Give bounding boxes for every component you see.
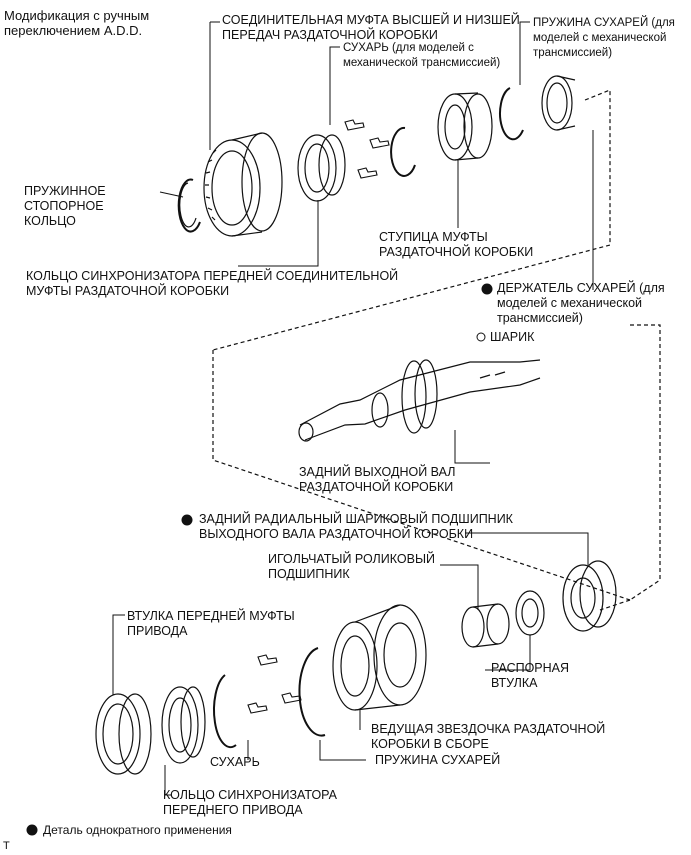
single-use-marker-retainer	[481, 283, 493, 295]
snap-ring-part	[177, 178, 201, 233]
header-title: Модификация с ручным переключением A.D.D…	[4, 8, 150, 38]
rear-output-shaft-part	[298, 359, 541, 442]
key-spring-bottom-left-part	[213, 674, 237, 749]
label-snap-ring: ПРУЖИННОЕ СТОПОРНОЕ КОЛЬЦО	[24, 184, 106, 228]
label-ball: ШАРИК	[490, 330, 535, 344]
label-key-spring-bottom: ПРУЖИНА СУХАРЕЙ	[375, 753, 501, 767]
single-use-marker-legend	[26, 824, 38, 836]
drive-sprocket-part	[332, 604, 427, 711]
legend-text: Деталь однократного применения	[43, 823, 232, 837]
dashed-assembly-line-middle	[212, 324, 661, 601]
needle-bearing-part	[461, 603, 510, 648]
label-drive-sprocket: ВЕДУЩАЯ ЗВЕЗДОЧКА РАЗДАТОЧНОЙ КОРОБКИ В …	[371, 722, 606, 751]
label-spacer: РАСПОРНАЯ ВТУЛКА	[491, 661, 570, 690]
label-key-retainer: ДЕРЖАТЕЛЬ СУХАРЕЙ (для моделей с механич…	[497, 281, 665, 325]
single-use-marker-bearing	[181, 514, 193, 526]
key-spring-bottom-part	[298, 647, 326, 737]
label-drive-sleeve: ВТУЛКА ПЕРЕДНЕЙ МУФТЫ ПРИВОДА	[127, 609, 295, 638]
keys-bottom-part	[247, 654, 302, 714]
label-needle-bearing: ИГОЛЬЧАТЫЙ РОЛИКОВЫЙ ПОДШИПНИК	[268, 552, 435, 581]
corner-mark: T	[3, 840, 10, 852]
synchro-ring-bottom-part	[161, 686, 206, 764]
drive-sleeve-part	[95, 693, 152, 775]
keys-top-part	[344, 119, 390, 179]
coupling-sleeve-part	[203, 132, 283, 237]
key-retainer-part	[541, 75, 576, 131]
label-key-bottom: СУХАРЬ	[210, 755, 260, 769]
ball-bearing-part	[562, 560, 617, 632]
label-key-top: СУХАРЬ (для моделей с механической транс…	[343, 42, 501, 69]
label-key-spring-top: ПРУЖИНА СУХАРЕЙ (для моделей с механичес…	[533, 17, 675, 59]
dashed-assembly-line-top	[212, 89, 611, 351]
label-synchro-ring-top: КОЛЬЦО СИНХРОНИЗАТОРА ПЕРЕДНЕЙ СОЕДИНИТЕ…	[26, 269, 399, 298]
label-synchro-ring-bottom: КОЛЬЦО СИНХРОНИЗАТОРА ПЕРЕДНЕГО ПРИВОДА	[163, 788, 338, 817]
spacer-part	[515, 590, 545, 636]
synchro-ring-top-part	[297, 134, 346, 202]
label-rear-output-shaft: ЗАДНИЙ ВЫХОДНОЙ ВАЛ РАЗДАТОЧНОЙ КОРОБКИ	[299, 465, 456, 494]
label-ball-bearing: ЗАДНИЙ РАДИАЛЬНЫЙ ШАРИКОВЫЙ ПОДШИПНИК ВЫ…	[199, 512, 513, 541]
key-spring-right-part	[499, 87, 524, 141]
key-spring-top-part	[390, 126, 416, 177]
ball-marker	[476, 332, 486, 342]
label-coupling-sleeve: СОЕДИНИТЕЛЬНАЯ МУФТА ВЫСШЕЙ И НИЗШЕЙ ПЕР…	[222, 13, 520, 42]
label-hub-sleeve: СТУПИЦА МУФТЫ РАЗДАТОЧНОЙ КОРОБКИ	[379, 230, 534, 259]
hub-sleeve-part	[437, 92, 493, 161]
leader-lines	[112, 21, 594, 796]
